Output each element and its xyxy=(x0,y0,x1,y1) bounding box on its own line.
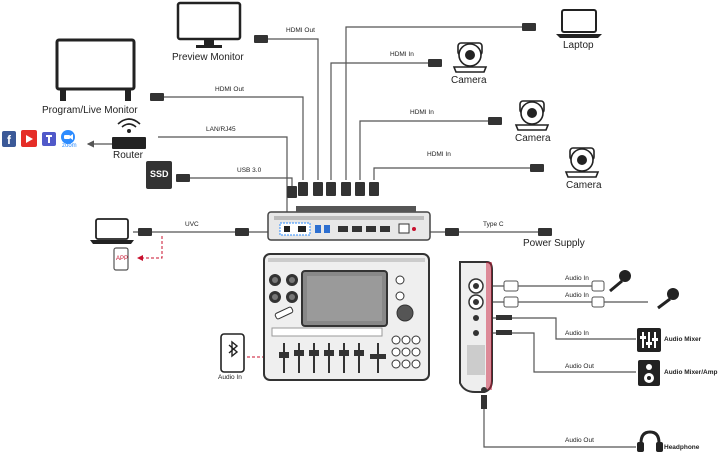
microphone-icon-1 xyxy=(609,270,631,293)
cable-camera3-hdmi xyxy=(373,167,541,180)
label-audio-in-mic1: Audio In xyxy=(565,275,589,282)
xlr-plugs xyxy=(503,280,605,308)
switcher-side-view xyxy=(459,261,493,393)
label-audio-out-headphone: Audio Out xyxy=(565,437,594,444)
label-audio-in-mic2: Audio In xyxy=(565,292,589,299)
router-icon xyxy=(112,118,146,149)
label-laptop: Laptop xyxy=(563,40,594,51)
facebook-icon: f xyxy=(2,131,16,147)
bluetooth-phone-icon xyxy=(220,333,245,373)
label-camera-2: Camera xyxy=(515,133,551,144)
label-audio-in-phone: Audio In xyxy=(218,374,242,381)
label-router: Router xyxy=(113,150,144,161)
label-lan: LAN/RJ45 xyxy=(206,126,236,133)
label-hdmi-out-preview: HDMI Out xyxy=(286,27,315,34)
audio-mixer-icon xyxy=(637,328,661,352)
label-zoom: zoom xyxy=(62,143,77,149)
preview-monitor-icon xyxy=(176,1,242,48)
cable-laptop-hdmi xyxy=(345,26,536,180)
label-hdmi-in-camera2: HDMI In xyxy=(410,109,434,116)
label-audio-out-amp: Audio Out xyxy=(565,363,594,370)
switcher-rear-panel xyxy=(267,206,431,241)
label-camera-1: Camera xyxy=(451,75,487,86)
plugs xyxy=(138,23,552,236)
cable-camera1-hdmi xyxy=(330,62,440,180)
label-audio-mixer: Audio Mixer xyxy=(664,336,702,343)
zoom-icon xyxy=(61,130,75,144)
phone-app-icon xyxy=(113,247,129,271)
label-preview-monitor: Preview Monitor xyxy=(172,52,244,63)
camera-icon-2 xyxy=(514,100,550,131)
switcher-top-view xyxy=(263,253,430,381)
label-program-monitor: Program/Live Monitor xyxy=(42,105,138,116)
label-hdmi-out-program: HDMI Out xyxy=(215,86,244,93)
cable-headphone xyxy=(483,395,636,448)
label-camera-3: Camera xyxy=(566,180,602,191)
cable-camera2-hdmi xyxy=(359,120,500,180)
cable-ssd-usb xyxy=(190,177,293,198)
microphone-icon-2 xyxy=(657,288,679,310)
cable-audio-mixer xyxy=(490,317,636,340)
label-hdmi-in-camera1: HDMI In xyxy=(390,51,414,58)
ssd-icon xyxy=(146,161,172,189)
label-uvc: UVC xyxy=(185,221,199,228)
svg-text:f: f xyxy=(7,133,12,147)
label-typec: Type C xyxy=(483,221,504,228)
youtube-icon xyxy=(21,130,37,147)
speaker-icon xyxy=(638,360,660,386)
label-usb: USB 3.0 xyxy=(237,167,262,174)
trs-plugs xyxy=(481,315,512,409)
laptop-uvc-icon xyxy=(90,218,134,244)
program-monitor-icon xyxy=(55,38,136,101)
label-hdmi-in-camera3: HDMI In xyxy=(427,151,451,158)
label-ssd: SSD xyxy=(150,169,169,179)
label-headphone: Headphone xyxy=(664,444,700,451)
label-app: APP xyxy=(116,256,129,262)
camera-icon-1 xyxy=(452,42,488,73)
cable-program-hdmi xyxy=(163,96,304,180)
laptop-icon xyxy=(556,9,602,38)
label-audio-in-mixer: Audio In xyxy=(565,330,589,337)
label-audio-mixer-amp: Audio Mixer/Amp xyxy=(664,369,718,376)
camera-icon-3 xyxy=(564,147,600,178)
label-power-supply: Power Supply xyxy=(523,238,585,249)
headphone-icon xyxy=(637,430,663,452)
cable-preview-hdmi xyxy=(268,38,319,180)
teams-icon xyxy=(42,132,56,146)
